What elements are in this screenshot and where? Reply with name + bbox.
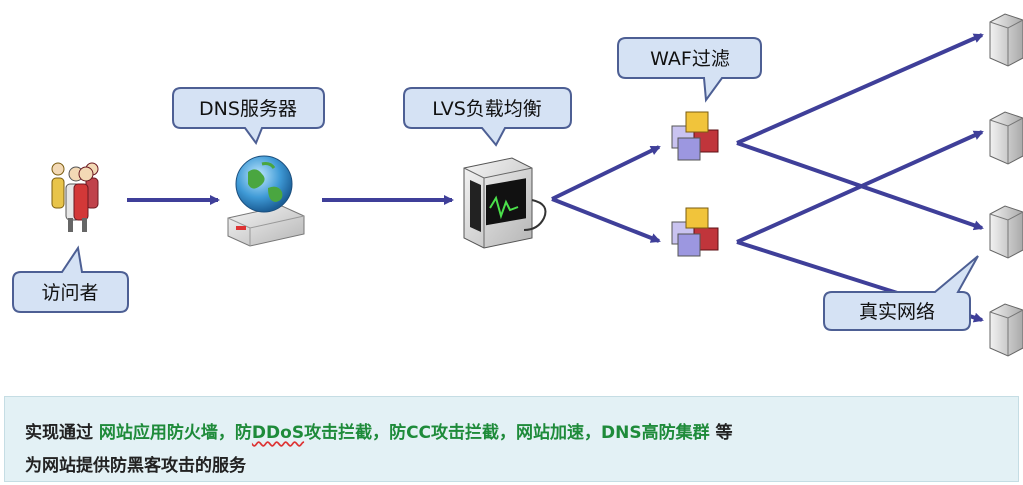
server-tower-icon	[989, 303, 1023, 357]
callout-lvs: LVS负载均衡	[403, 87, 572, 147]
server-tower-icon	[989, 13, 1023, 67]
arrow-waf2-server2	[736, 130, 984, 244]
callout-waf: WAF过滤	[617, 37, 762, 103]
visitor-label: 访问者	[41, 282, 98, 304]
callout-visitor: 访问者	[12, 245, 129, 313]
caption-line-2: 为网站提供防黑客攻击的服务	[25, 456, 246, 476]
callout-dns: DNS服务器	[172, 87, 325, 146]
lvs-label: LVS负载均衡	[432, 98, 542, 120]
cubes-icon	[671, 207, 719, 257]
callout-real-network: 真实网络	[823, 255, 979, 331]
connection-arrows	[127, 33, 984, 323]
monitor-icon	[463, 157, 547, 249]
caption-highlight-1: 网站应用防火墙，防	[98, 423, 252, 443]
caption-suffix: 等	[709, 423, 733, 443]
arrow-lvs-waf-bottom	[551, 197, 661, 243]
cubes-icon	[671, 111, 719, 161]
arrow-lvs-waf-top	[551, 145, 661, 201]
real-network-label: 真实网络	[859, 301, 935, 323]
waf-label: WAF过滤	[650, 48, 730, 70]
caption-line-1: 实现通过 网站应用防火墙，防DDoS攻击拦截，防CC攻击拦截，网站加速，DNS高…	[25, 417, 1018, 450]
globe-server-icon	[227, 155, 305, 247]
caption-ddos: DDoS	[251, 423, 305, 443]
arrow-waf1-server1	[736, 33, 984, 145]
server-tower-icon	[989, 205, 1023, 259]
people-icon	[51, 162, 99, 232]
caption-box: 实现通过 网站应用防火墙，防DDoS攻击拦截，防CC攻击拦截，网站加速，DNS高…	[4, 396, 1019, 482]
dns-server-label: DNS服务器	[199, 98, 297, 120]
caption-prefix: 实现通过	[25, 423, 99, 443]
caption-highlight-2: 攻击拦截，防CC攻击拦截，网站加速，DNS高防集群	[304, 423, 710, 443]
server-tower-icon	[989, 111, 1023, 165]
